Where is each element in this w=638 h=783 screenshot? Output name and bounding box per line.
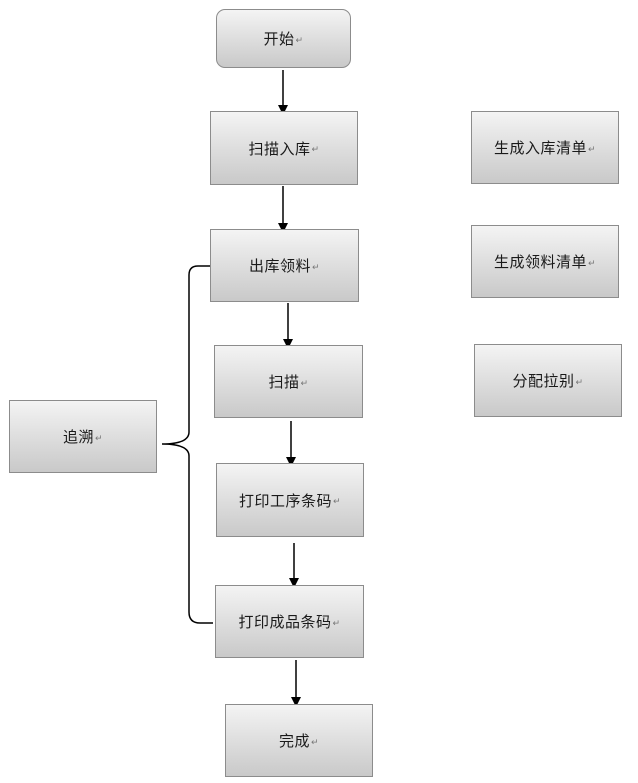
node-trace[interactable]: 追溯↵ (9, 400, 157, 473)
node-print-process[interactable]: 打印工序条码↵ (216, 463, 364, 537)
node-gen-material-list[interactable]: 生成领料清单↵ (471, 225, 619, 298)
trace-brace (161, 265, 213, 624)
node-gen-in-list-label: 生成入库清单 (493, 139, 587, 157)
paragraph-mark-icon: ↵ (587, 258, 597, 269)
node-scan-in[interactable]: 扫描入库↵ (210, 111, 358, 185)
node-gen-in-list[interactable]: 生成入库清单↵ (471, 111, 619, 184)
paragraph-mark-icon: ↵ (332, 497, 342, 507)
paragraph-mark-icon: ↵ (575, 377, 584, 388)
paragraph-mark-icon: ↵ (94, 433, 104, 444)
node-assign-pull[interactable]: 分配拉别↵ (474, 344, 622, 417)
node-print-product[interactable]: 打印成品条码↵ (215, 585, 364, 658)
node-print-product-label: 打印成品条码 (238, 613, 332, 631)
paragraph-mark-icon: ↵ (311, 145, 320, 155)
node-print-process-label: 打印工序条码 (238, 491, 332, 510)
node-scan-in-label: 扫描入库 (248, 139, 311, 158)
node-trace-label: 追溯 (62, 428, 94, 446)
node-scan[interactable]: 扫描↵ (214, 345, 363, 418)
paragraph-mark-icon: ↵ (310, 737, 320, 748)
node-scan-label: 扫描 (268, 373, 300, 391)
node-gen-material-list-label: 生成领料清单 (493, 253, 587, 271)
paragraph-mark-icon: ↵ (587, 144, 597, 155)
paragraph-mark-icon: ↵ (332, 618, 341, 629)
node-start[interactable]: 开始↵ (216, 9, 351, 68)
paragraph-mark-icon: ↵ (311, 262, 321, 273)
paragraph-mark-icon: ↵ (295, 35, 304, 46)
node-out-material[interactable]: 出库领料↵ (210, 229, 359, 302)
node-done-label: 完成 (278, 732, 310, 750)
node-assign-pull-label: 分配拉别 (512, 372, 575, 390)
node-start-label: 开始 (263, 30, 295, 48)
node-out-material-label: 出库领料 (248, 257, 311, 275)
paragraph-mark-icon: ↵ (300, 378, 309, 389)
node-done[interactable]: 完成↵ (225, 704, 373, 777)
